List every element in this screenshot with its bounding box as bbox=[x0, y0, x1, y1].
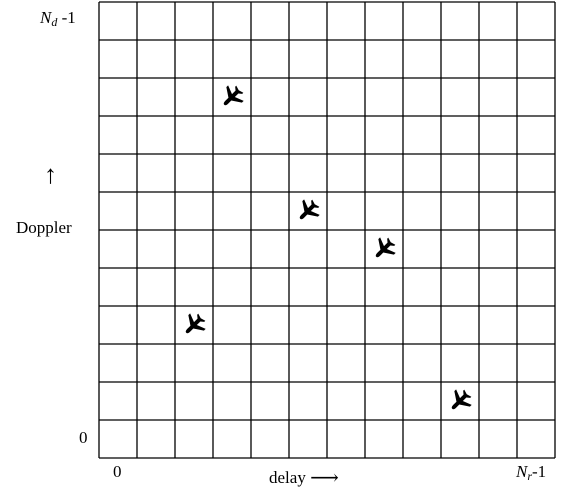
x-axis-arrow: ⟶ bbox=[310, 467, 339, 489]
y-axis-arrow: ↑ bbox=[44, 160, 57, 189]
airplane-icon bbox=[299, 199, 320, 220]
x-axis-max-label: Nr-1 bbox=[516, 462, 547, 483]
y-axis-title: Doppler bbox=[16, 218, 72, 237]
x-axis-title: delay ⟶ bbox=[269, 468, 339, 488]
airplane-icon bbox=[223, 85, 244, 106]
y-axis-max-label: Nd -1 bbox=[40, 8, 76, 29]
grid-lines bbox=[98, 1, 556, 459]
target-layer bbox=[185, 85, 472, 410]
x-axis-min-label: 0 bbox=[113, 462, 122, 481]
x-axis-title-text: delay bbox=[269, 468, 306, 487]
y-axis-min-label: 0 bbox=[79, 428, 88, 447]
airplane-icon bbox=[185, 313, 206, 334]
airplane-icon bbox=[375, 237, 396, 258]
airplane-icon bbox=[451, 389, 472, 410]
